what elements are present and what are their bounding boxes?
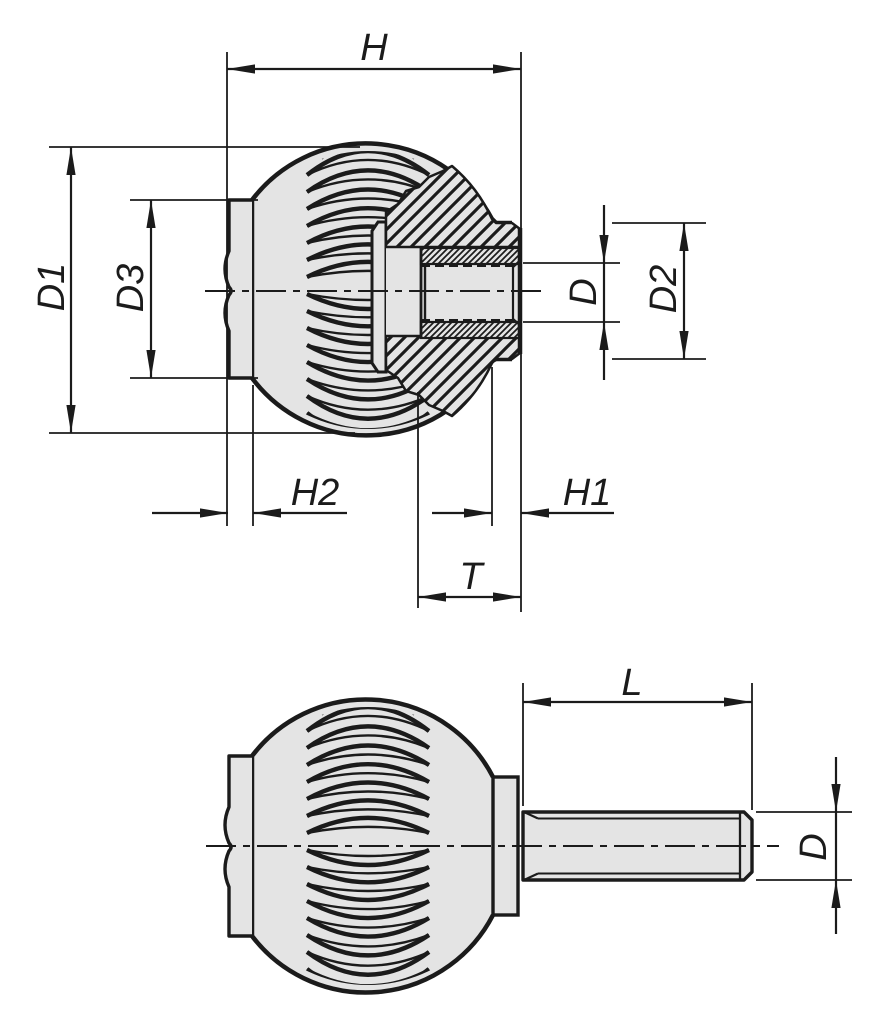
- section-hatch-upper-pattern: [384, 164, 522, 249]
- arrow-d1-bottom: [66, 405, 76, 433]
- section-hatch-lower-pattern: [384, 334, 522, 418]
- thread-zone-lower-hatch: [419, 320, 521, 340]
- arrow-h-right: [493, 64, 521, 74]
- dim-label-d3: D3: [110, 264, 152, 313]
- arrow-h2-right: [253, 508, 281, 518]
- dimension-arrows: [66, 64, 841, 908]
- dim-label-d2: D2: [643, 265, 685, 314]
- tapped-bore: [421, 267, 513, 319]
- arrow-l-left: [523, 697, 551, 707]
- dim-label-l: L: [621, 662, 642, 704]
- knob-collar: [223, 198, 252, 380]
- arrow-t-right: [493, 592, 521, 602]
- dim-label-h2: H2: [291, 472, 340, 514]
- arrow-l-right: [724, 697, 752, 707]
- stud-chamfer-top-left: [523, 811, 539, 820]
- dim-label-h1: H1: [563, 472, 612, 514]
- arrow-dside-top: [831, 784, 841, 812]
- section-view: [205, 141, 541, 438]
- knurl-ribs-side: [305, 707, 431, 985]
- arrow-t-left: [418, 592, 446, 602]
- arrow-dside-bottom: [831, 880, 841, 908]
- arrow-d3-top: [146, 200, 156, 228]
- insert-flange: [370, 220, 388, 374]
- dim-label-t: T: [459, 556, 485, 598]
- dim-label-dside: D: [793, 833, 835, 860]
- arrow-d-bottom: [599, 322, 609, 350]
- arrow-d3-bottom: [146, 350, 156, 378]
- arrow-h1-right: [521, 508, 549, 518]
- side-view: [206, 697, 779, 995]
- arrow-h2-left: [200, 508, 228, 518]
- arrow-d2-bottom: [679, 331, 689, 359]
- dim-label-h: H: [360, 27, 388, 69]
- dim-label-d: D: [563, 278, 605, 305]
- dim-label-d1: D1: [31, 263, 73, 312]
- stud-chamfer-bottom-left: [523, 872, 539, 881]
- extension-lines: [49, 52, 852, 881]
- arrow-h1-left: [464, 508, 492, 518]
- arrow-d1-top: [66, 147, 76, 175]
- arrow-d2-top: [679, 223, 689, 251]
- arrow-h-left: [227, 64, 255, 74]
- thread-zone-upper-hatch: [419, 246, 521, 266]
- dimension-labels: H D1 D3 D D2 H2 H1 T L D: [31, 27, 835, 861]
- arrow-d-top: [599, 235, 609, 263]
